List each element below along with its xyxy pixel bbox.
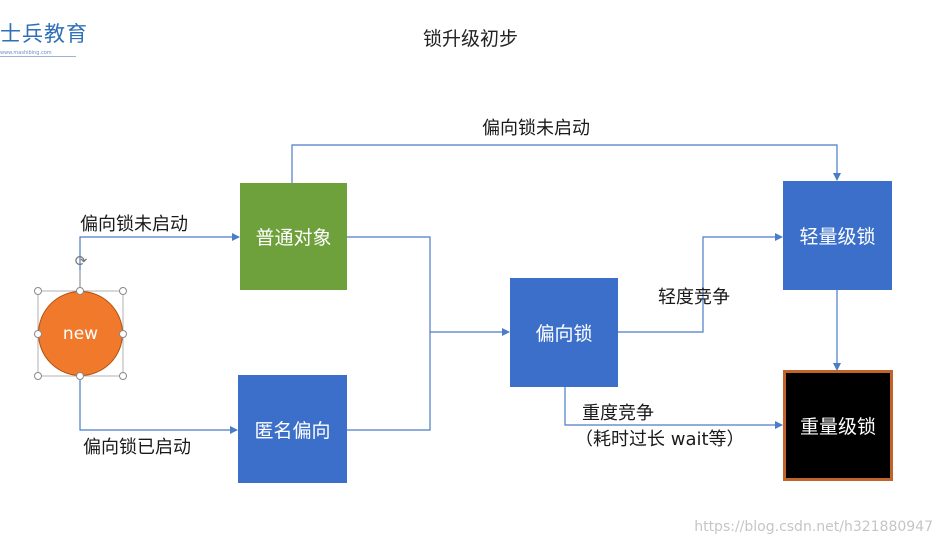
node-new[interactable]: new <box>38 291 123 376</box>
resize-handle-top-left[interactable] <box>34 287 42 295</box>
edge-biased-to-heavy <box>564 387 783 429</box>
node-normal-object[interactable]: 普通对象 <box>240 183 347 290</box>
label-top-bias-disabled: 偏向锁未启动 <box>482 118 590 139</box>
page-title: 锁升级初步 <box>422 28 518 50</box>
label-light-contention: 轻度竞争 <box>658 287 730 308</box>
label-heavy-contention-note: （耗时过长 wait等） <box>575 429 745 450</box>
edge-normal-to-light <box>291 144 841 183</box>
resize-handle-top[interactable] <box>76 287 84 295</box>
resize-handle-top-right[interactable] <box>119 287 127 295</box>
edge-biased-to-light <box>618 233 783 333</box>
edge-anon-to-biased <box>347 332 431 431</box>
resize-handle-bottom-left[interactable] <box>34 372 42 380</box>
label-new-bias-disabled: 偏向锁未启动 <box>80 214 188 235</box>
edge-new-to-normal <box>79 233 240 291</box>
logo: 士兵教育 www.mashibing.com <box>0 18 88 57</box>
label-new-bias-enabled: 偏向锁已启动 <box>83 437 191 458</box>
node-anonymous-biased[interactable]: 匿名偏向 <box>238 375 347 483</box>
resize-handle-bottom-right[interactable] <box>119 372 127 380</box>
resize-handle-right[interactable] <box>119 330 127 338</box>
node-biased-lock[interactable]: 偏向锁 <box>510 278 618 387</box>
logo-text: 士兵教育 <box>0 22 88 46</box>
resize-handle-bottom[interactable] <box>76 372 84 380</box>
edge-new-to-anon <box>79 376 238 434</box>
label-heavy-contention: 重度竞争 <box>582 403 654 424</box>
resize-handle-left[interactable] <box>34 330 42 338</box>
node-heavyweight-lock[interactable]: 重量级锁 <box>783 370 893 481</box>
rotate-handle-icon[interactable]: ⟳ <box>74 252 88 270</box>
node-lightweight-lock[interactable]: 轻量级锁 <box>783 181 892 290</box>
edge-normal-to-biased <box>347 236 510 336</box>
watermark: https://blog.csdn.net/h321880947 <box>694 519 933 535</box>
logo-url: www.mashibing.com <box>0 50 76 57</box>
